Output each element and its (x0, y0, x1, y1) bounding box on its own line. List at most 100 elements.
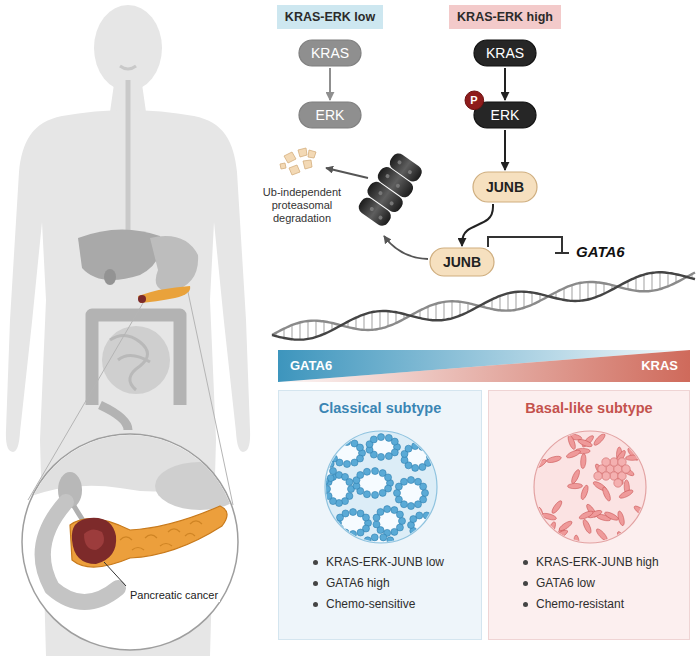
pathway-arrow (462, 204, 493, 246)
epithelial-cell (399, 518, 406, 525)
gland-lumen (365, 537, 393, 553)
epithelial-cell (357, 472, 364, 479)
dna-rung (379, 311, 381, 329)
tumor (72, 518, 116, 564)
mesenchymal-cell (566, 449, 582, 460)
epithelial-cell (401, 478, 408, 485)
circle-outline (465, 91, 484, 110)
pill-outline (474, 102, 536, 128)
node-label: KRAS-ERK high (457, 10, 553, 24)
dna-rung (315, 321, 317, 337)
tissue-outline (534, 431, 646, 543)
bullet-text: Chemo-sensitive (326, 597, 415, 611)
tissue-disc (325, 431, 437, 543)
illustration-part (389, 201, 395, 207)
pathway-arrow (504, 130, 506, 170)
illustration-part (280, 163, 286, 169)
pathway-arrow (329, 68, 331, 100)
mesenchymal-cell (626, 447, 640, 462)
dna-rung (355, 318, 357, 329)
epithelial-cell (379, 489, 386, 496)
illustration-part (397, 160, 403, 166)
gallbladder (104, 269, 116, 285)
gene-label: GATA6 (576, 243, 625, 261)
mouth (120, 66, 136, 69)
epithelial-cell (378, 434, 385, 441)
mesenchymal-cell (567, 434, 577, 450)
dna-rung (515, 292, 517, 310)
bullet-row: GATA6 low (523, 576, 689, 590)
mesenchymal-cell (630, 431, 646, 442)
mesenchymal-cell (641, 532, 648, 547)
tissue-disc (534, 431, 646, 543)
epithelial-cell (350, 509, 357, 516)
mesenchymal-cell (618, 488, 634, 499)
illustration-part (356, 195, 394, 228)
mesenchymal-cell (570, 469, 581, 485)
degradation-arrow (326, 168, 368, 178)
mesenchymal-cell (637, 534, 652, 541)
dna-rung (427, 307, 429, 320)
epithelial-cell (419, 464, 426, 471)
stomach (150, 236, 198, 292)
epithelial-cell (420, 483, 427, 490)
epithelial-cell (394, 490, 401, 497)
phospho-mark: P (464, 90, 485, 111)
duodenum (43, 502, 118, 602)
epithelial-cell (336, 440, 343, 447)
bullet-text: Chemo-resistant (536, 597, 624, 611)
epithelial-cell (372, 491, 379, 498)
head (94, 5, 162, 91)
epithelial-cell (416, 512, 423, 519)
pancreas (70, 506, 227, 567)
epithelial-cell (412, 443, 419, 450)
epithelial-cell (387, 546, 394, 553)
epithelial-cell (429, 527, 436, 534)
epithelial-cell (415, 501, 422, 508)
panel-title-row: Classical subtype (279, 399, 481, 417)
bullet-dot (313, 581, 318, 586)
illustration-part (308, 150, 316, 158)
dna-rung (299, 322, 301, 339)
dna-rung (395, 312, 397, 323)
pill-outline (299, 102, 361, 128)
bullet-text: KRAS-ERK-JUNB high (536, 555, 659, 569)
epithelial-cell (363, 491, 370, 498)
dna-rung (595, 282, 597, 297)
node-label: KRAS (641, 359, 678, 374)
epithelial-cell (391, 528, 398, 535)
epithelial-cell (363, 468, 370, 475)
node-label: JUNB (443, 254, 481, 270)
mesenchymal-cell (577, 438, 593, 448)
dna-rung (651, 273, 653, 291)
node-label: P (470, 94, 477, 107)
pill-outline (473, 172, 537, 202)
epithelial-cell (391, 438, 398, 445)
protein-pill: KRAS (473, 39, 537, 67)
node-label: ERK (491, 107, 520, 123)
mesenchymal-cell (574, 535, 580, 550)
dna-rung (443, 302, 445, 320)
dna-rung (667, 273, 669, 287)
pancreas-lobules (120, 521, 202, 550)
dna-helix (272, 272, 695, 339)
dna-rung (587, 282, 589, 300)
small-intestine (102, 326, 170, 394)
dna-strand (272, 272, 695, 339)
illustration-part (407, 169, 413, 175)
dna-rung (563, 288, 565, 300)
band-graphic (278, 350, 690, 382)
node-label: JUNB (486, 179, 524, 195)
bullet-text: GATA6 high (326, 576, 390, 590)
node-label: GATA6 (290, 359, 332, 374)
stomach (155, 462, 245, 510)
bullet-dot (523, 560, 528, 565)
illustration-part (303, 160, 312, 169)
epithelial-cell (384, 506, 391, 513)
condition-header: KRAS-ERK high (449, 5, 561, 29)
epithelial-cell (342, 510, 349, 517)
dna-rung (459, 302, 461, 316)
bullet-dot (313, 560, 318, 565)
bullet-list: KRAS-ERK-JUNB lowGATA6 highChemo-sensiti… (279, 555, 481, 611)
process-label: Ub-independent proteasomal degradation (257, 186, 347, 225)
